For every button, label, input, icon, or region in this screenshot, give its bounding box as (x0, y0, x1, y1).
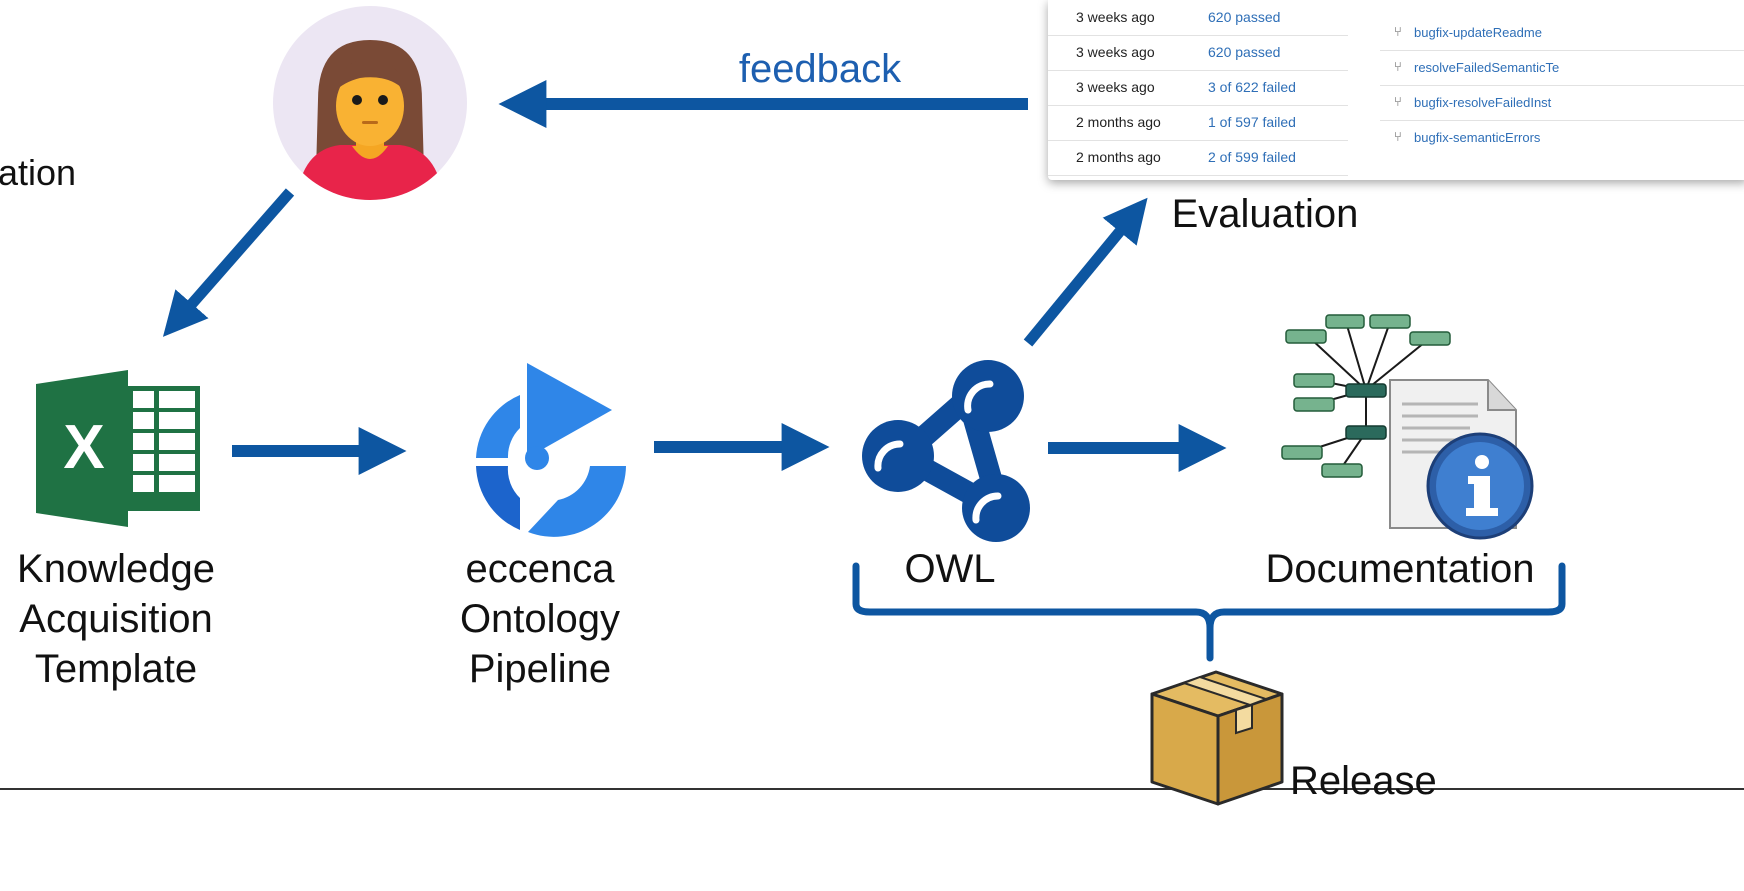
eccenca-logo-icon (476, 363, 626, 537)
row-time: 3 weeks ago (1076, 9, 1155, 25)
branch-item[interactable]: ⑂ bugfix-resolveFailedInst (1380, 86, 1744, 121)
documentation-label: Documentation (1265, 547, 1535, 591)
template-label-line1: Knowledge (17, 547, 215, 591)
owl-to-evaluation-arrow (1023, 197, 1148, 347)
table-row[interactable]: 3 weeks ago 3 of 622 failed (1048, 70, 1348, 106)
branch-icon: ⑂ (1394, 59, 1402, 74)
user-to-template-arrow (162, 188, 295, 337)
table-row[interactable]: 2 months ago 1 of 597 failed (1048, 105, 1348, 141)
branch-icon: ⑂ (1394, 24, 1402, 39)
branch-item[interactable]: ⑂ bugfix-updateReadme (1380, 16, 1744, 51)
table-row[interactable]: 3 weeks ago 620 passed (1048, 35, 1348, 71)
pipeline-label-line1: eccenca (465, 547, 615, 591)
release-label: Release (1290, 759, 1437, 803)
row-status[interactable]: 3 of 622 failed (1208, 79, 1296, 95)
branch-icon: ⑂ (1394, 94, 1402, 109)
row-time: 3 weeks ago (1076, 79, 1155, 95)
row-time: 2 months ago (1076, 114, 1161, 130)
row-status[interactable]: 620 passed (1208, 44, 1281, 60)
branch-name[interactable]: bugfix-updateReadme (1414, 25, 1542, 40)
branch-item[interactable]: ⑂ bugfix-semanticErrors (1380, 121, 1744, 155)
release-brace (852, 562, 1566, 662)
row-time: 3 weeks ago (1076, 44, 1155, 60)
excel-icon (36, 370, 200, 527)
row-status[interactable]: 620 passed (1208, 9, 1281, 25)
pipeline-label-line3: Pipeline (468, 647, 612, 691)
branch-item[interactable]: ⑂ resolveFailedSemanticTe (1380, 51, 1744, 86)
row-status[interactable]: 2 of 599 failed (1208, 149, 1296, 165)
template-label-line2: Acquisition (19, 597, 213, 641)
row-time: 2 months ago (1076, 149, 1161, 165)
feedback-label: feedback (738, 47, 902, 91)
evaluation-label: Evaluation (1171, 192, 1359, 236)
branch-icon: ⑂ (1394, 129, 1402, 144)
row-status[interactable]: 1 of 597 failed (1208, 114, 1296, 130)
template-label-line3: Template (34, 647, 198, 691)
pipeline-label: eccenca Ontology Pipeline (430, 544, 650, 694)
documentation-icon (1281, 314, 1534, 540)
pipeline-label-line2: Ontology (459, 597, 621, 641)
user-avatar-icon (273, 6, 467, 200)
excel-letter: X (63, 413, 105, 482)
table-row[interactable]: 3 weeks ago 620 passed (1048, 0, 1348, 36)
ci-results-panel: 3 weeks ago 620 passed 3 weeks ago 620 p… (1048, 0, 1744, 180)
template-label: Knowledge Acquisition Template (0, 544, 232, 694)
branch-name[interactable]: resolveFailedSemanticTe (1414, 60, 1560, 75)
branch-name[interactable]: bugfix-resolveFailedInst (1414, 95, 1552, 110)
owl-label: OWL (904, 547, 996, 591)
table-row[interactable]: 2 months ago 2 of 599 failed (1048, 140, 1348, 176)
release-box-icon (1150, 670, 1284, 806)
owl-logo-icon (862, 360, 1030, 542)
cut-off-label: ation (0, 152, 77, 193)
branch-name[interactable]: bugfix-semanticErrors (1414, 130, 1541, 145)
